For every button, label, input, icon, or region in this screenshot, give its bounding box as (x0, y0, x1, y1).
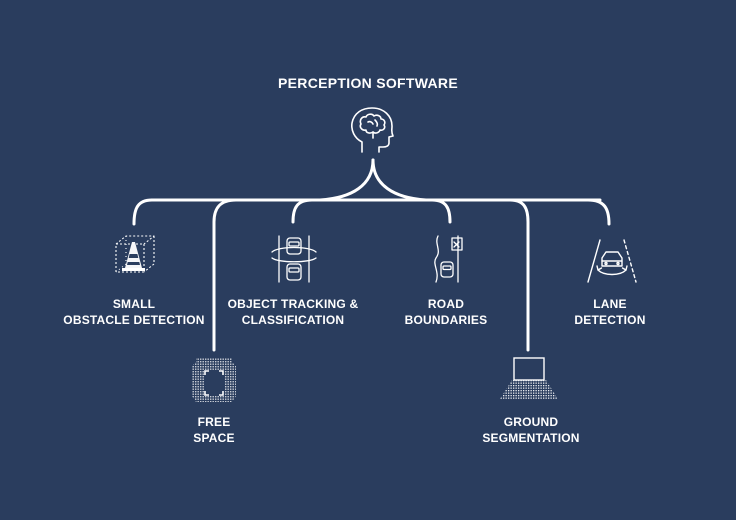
tracked-cars-icon (270, 234, 318, 284)
node-label-line1: FREE (197, 415, 231, 429)
node-small-obstacle-detection: SMALL OBSTACLE DETECTION (54, 296, 214, 328)
node-object-tracking-classification: OBJECT TRACKING & CLASSIFICATION (213, 296, 373, 328)
ground-trapezoid-icon (498, 355, 560, 401)
node-label-line2: BOUNDARIES (404, 313, 488, 327)
diagram-title: PERCEPTION SOFTWARE (278, 75, 458, 91)
node-label-line2: SEGMENTATION (482, 431, 580, 445)
node-lane-detection: LANE DETECTION (550, 296, 670, 328)
node-label-line2: SPACE (193, 431, 235, 445)
node-label-line1: ROAD (427, 297, 465, 311)
node-label-line1: OBJECT TRACKING & (227, 297, 359, 311)
lane-car-icon (586, 236, 638, 286)
node-label-line2: DETECTION (574, 313, 646, 327)
node-label-line1: GROUND (503, 415, 559, 429)
road-boundary-icon (428, 234, 468, 284)
node-label-line2: CLASSIFICATION (241, 313, 345, 327)
node-free-space: FREE SPACE (154, 414, 274, 446)
node-road-boundaries: ROAD BOUNDARIES (386, 296, 506, 328)
free-space-grid-icon (190, 356, 238, 404)
node-label-line1: LANE (593, 297, 627, 311)
head-brain-icon (348, 106, 398, 154)
node-ground-segmentation: GROUND SEGMENTATION (466, 414, 596, 446)
node-label-line2: OBSTACLE DETECTION (63, 313, 205, 327)
traffic-cone-box-icon (112, 232, 156, 276)
node-label-line1: SMALL (112, 297, 156, 311)
